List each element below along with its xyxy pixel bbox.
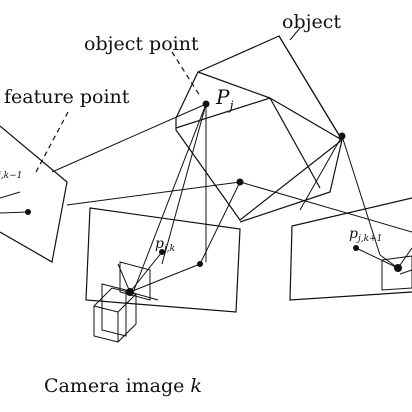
cam-k1-ray-1	[355, 247, 399, 269]
pjk1-base: p	[349, 226, 358, 242]
ray-object-to-plane	[299, 135, 343, 211]
feature-point-leader	[35, 111, 69, 173]
camera-image-label: Camera image k	[44, 375, 202, 397]
plane-left-outline	[0, 125, 68, 263]
pjk-subscript: j,k	[162, 244, 175, 254]
image-plane-k	[85, 207, 241, 313]
projection-lines	[51, 103, 412, 291]
pj-subscript: j	[226, 99, 233, 114]
feature-point-label: feature point	[4, 86, 130, 108]
ray-pj-to-cam-k	[133, 103, 207, 291]
object-inner-edge-2	[197, 71, 271, 99]
object-point-leader	[171, 51, 201, 97]
image-plane-k-minus-1	[0, 125, 68, 263]
feature-point-left	[25, 209, 31, 215]
camera-k-front	[101, 283, 127, 337]
plane-left-ray-2	[0, 191, 21, 199]
plane-k1-outline	[289, 197, 412, 301]
ray-mid-to-k	[199, 181, 241, 265]
plane-left-ray-1	[0, 211, 29, 214]
object-inner-edge-1	[175, 97, 343, 141]
ray-pj-to-k	[161, 103, 207, 265]
object-outline	[175, 35, 343, 221]
object-right-edge	[278, 35, 343, 141]
feature-point-k1-1	[353, 245, 359, 251]
camera-k1-center	[394, 264, 402, 272]
pjk-symbol: pj,k	[155, 236, 175, 254]
camera-image-prefix: Camera image	[44, 375, 184, 397]
camera-k-box-side	[117, 294, 137, 343]
left-partial-subscript: j,k−1	[0, 171, 22, 181]
object-box	[175, 35, 343, 223]
pjk1-symbol: pj,k+1	[349, 226, 382, 244]
plane-k-outline	[85, 207, 241, 313]
camera-k1-body-line	[399, 269, 412, 275]
camera-k1-lens	[381, 255, 412, 291]
pjk-base: p	[155, 236, 164, 252]
camera-k-box-face	[93, 305, 119, 343]
pjk1-subscript: j,k+1	[356, 234, 382, 244]
object-point-3	[338, 132, 346, 140]
pj-symbol: Pj	[215, 85, 234, 114]
object-back-edge	[269, 97, 321, 189]
ray-object-to-k1	[341, 135, 381, 256]
camera-image-var: k	[190, 375, 202, 397]
object-bottom-edge	[239, 139, 343, 223]
cam-k-ray-2	[129, 263, 201, 293]
ray-mid-to-right	[239, 181, 412, 233]
camera-k	[93, 249, 203, 343]
feature-point-k-1	[159, 249, 165, 255]
object-point-2	[236, 178, 244, 186]
object-leader	[289, 27, 301, 41]
ray-left-to-point	[66, 181, 241, 206]
camera-k-lens	[119, 261, 151, 301]
object-point-label: object point	[84, 33, 199, 55]
object-label: object	[282, 11, 341, 33]
object-point-pj	[202, 100, 210, 108]
feature-point-k-2	[197, 261, 203, 267]
camera-k-plus-1	[353, 245, 412, 291]
camera-k-box-top	[93, 287, 137, 313]
cam-k-ray-1	[129, 251, 163, 293]
pj-base: P	[215, 85, 230, 109]
cam-k1-ray-3	[397, 247, 412, 269]
ray-left-to-object	[51, 103, 207, 173]
image-plane-k-plus-1	[289, 197, 412, 301]
